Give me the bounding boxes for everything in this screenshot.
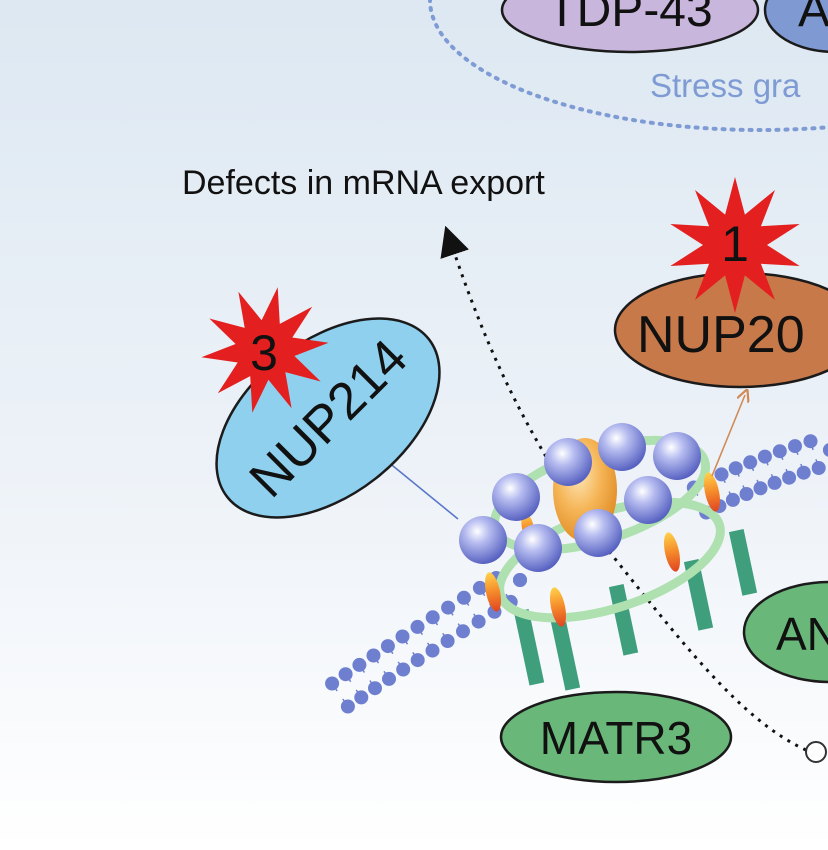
stress-granule-boundary [428,0,828,132]
arrow-to-nup214 [382,457,459,520]
arrow-to-nup205 [711,395,745,477]
burst-star-icon [201,287,329,413]
sphere-icon [459,516,507,564]
nup205-group: NUP20 1 [613,177,828,389]
bead-icon [513,573,527,587]
star-3-label: 3 [250,325,278,381]
sphere-icon [514,524,562,572]
npc-pillars [513,528,758,691]
sphere-icon [598,423,646,471]
sphere-icon [492,473,540,521]
matr3-label: MATR3 [540,712,693,764]
mrna-origin-circle [805,741,827,763]
an-partial-label: AN [776,608,828,660]
a-partial-label: A [798,0,828,37]
bead-icon [823,443,828,457]
matr3-node [499,690,733,784]
star-1-label: 1 [721,216,749,272]
an-node [742,580,828,684]
tdp43-label: TDP-43 [547,0,712,37]
nup205-label: NUP20 [637,306,805,364]
tdp43-node [500,0,760,54]
sphere-icon [544,438,592,486]
defects-mrna-export-label: Defects in mRNA export [182,164,545,202]
sphere-icon [574,509,622,557]
nuclear-membrane [325,434,828,714]
stress-granule-region: TDP-43 A Stress gra [428,0,828,132]
sphere-icon [653,432,701,480]
npc-spheres [459,423,701,572]
burst-star-icon [670,177,800,313]
sphere-icon [624,476,672,524]
stress-granule-label: Stress gra [650,67,801,104]
an-group: AN [742,580,828,684]
a-node [763,0,828,54]
matr3-group: MATR3 [499,690,733,784]
